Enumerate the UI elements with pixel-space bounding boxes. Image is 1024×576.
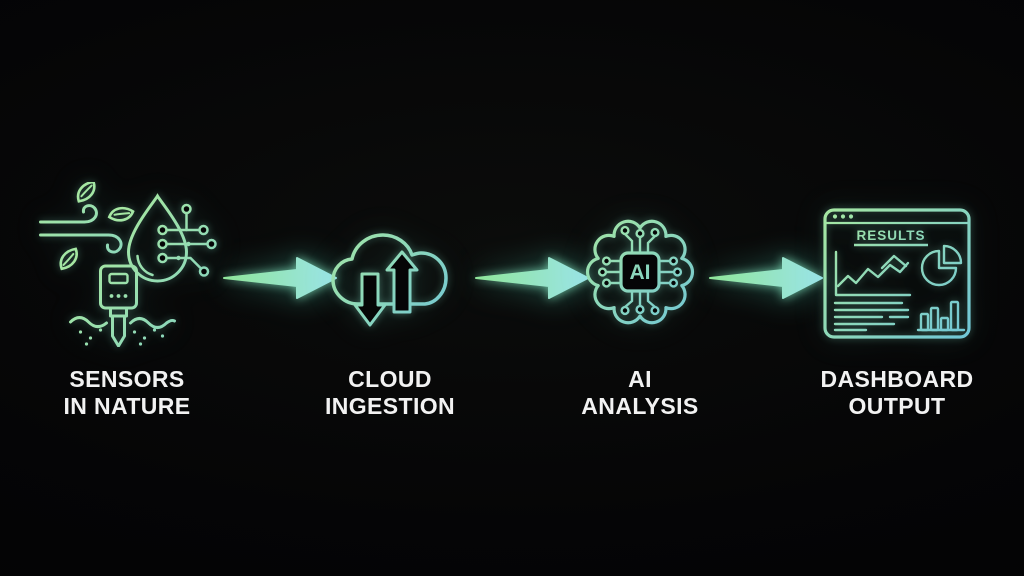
stage-label: SENSORS IN NATURE [17, 366, 237, 420]
sensors-in-nature-icon [35, 182, 220, 347]
flow-arrow-icon [709, 257, 823, 299]
download-arrow-icon [353, 272, 387, 327]
ai-chip [619, 251, 661, 293]
ai-chip-label: AI [630, 261, 651, 284]
line-chart-icon [834, 250, 912, 297]
dashboard-icon: RESULTS [822, 206, 972, 341]
bar-chart-icon [916, 300, 966, 332]
stage-dashboard-output: RESULTS [797, 0, 997, 576]
cloud-outline [331, 233, 448, 306]
stage-label-line: CLOUD [348, 366, 432, 392]
stage-label-line: OUTPUT [848, 393, 946, 419]
leaf-icon [59, 182, 135, 271]
soil-probe-icon [69, 264, 176, 347]
stage-sensors-in-nature: SENSORS IN NATURE [17, 0, 237, 576]
wind-icon [39, 204, 123, 254]
stage-ai-analysis: AI AI ANALYSIS [540, 0, 740, 576]
stage-label: CLOUD INGESTION [290, 366, 490, 420]
stage-label-line: IN NATURE [63, 393, 191, 419]
stage-label-line: ANALYSIS [581, 393, 699, 419]
stage-label-line: AI [628, 366, 652, 392]
text-lines-icon [833, 301, 910, 332]
stage-label-line: DASHBOARD [820, 366, 974, 392]
brain-outline [585, 219, 695, 325]
droplet-sensor-icon [126, 193, 217, 283]
stage-label: AI ANALYSIS [540, 366, 740, 420]
stage-label: DASHBOARD OUTPUT [797, 366, 997, 420]
pie-chart-icon [920, 244, 963, 287]
stage-label-line: INGESTION [324, 393, 456, 419]
circuit-traces [597, 225, 683, 316]
browser-window [823, 208, 971, 339]
window-dots-icon [832, 214, 854, 219]
stage-cloud-ingestion: CLOUD INGESTION [290, 0, 490, 576]
stage-label-line: SENSORS [69, 366, 185, 392]
results-label: RESULTS [856, 228, 925, 243]
ai-brain-icon: AI [585, 210, 695, 330]
cloud-ingestion-icon [324, 224, 456, 332]
flow-arrow-icon [223, 257, 337, 299]
upload-arrow-icon [385, 250, 419, 314]
